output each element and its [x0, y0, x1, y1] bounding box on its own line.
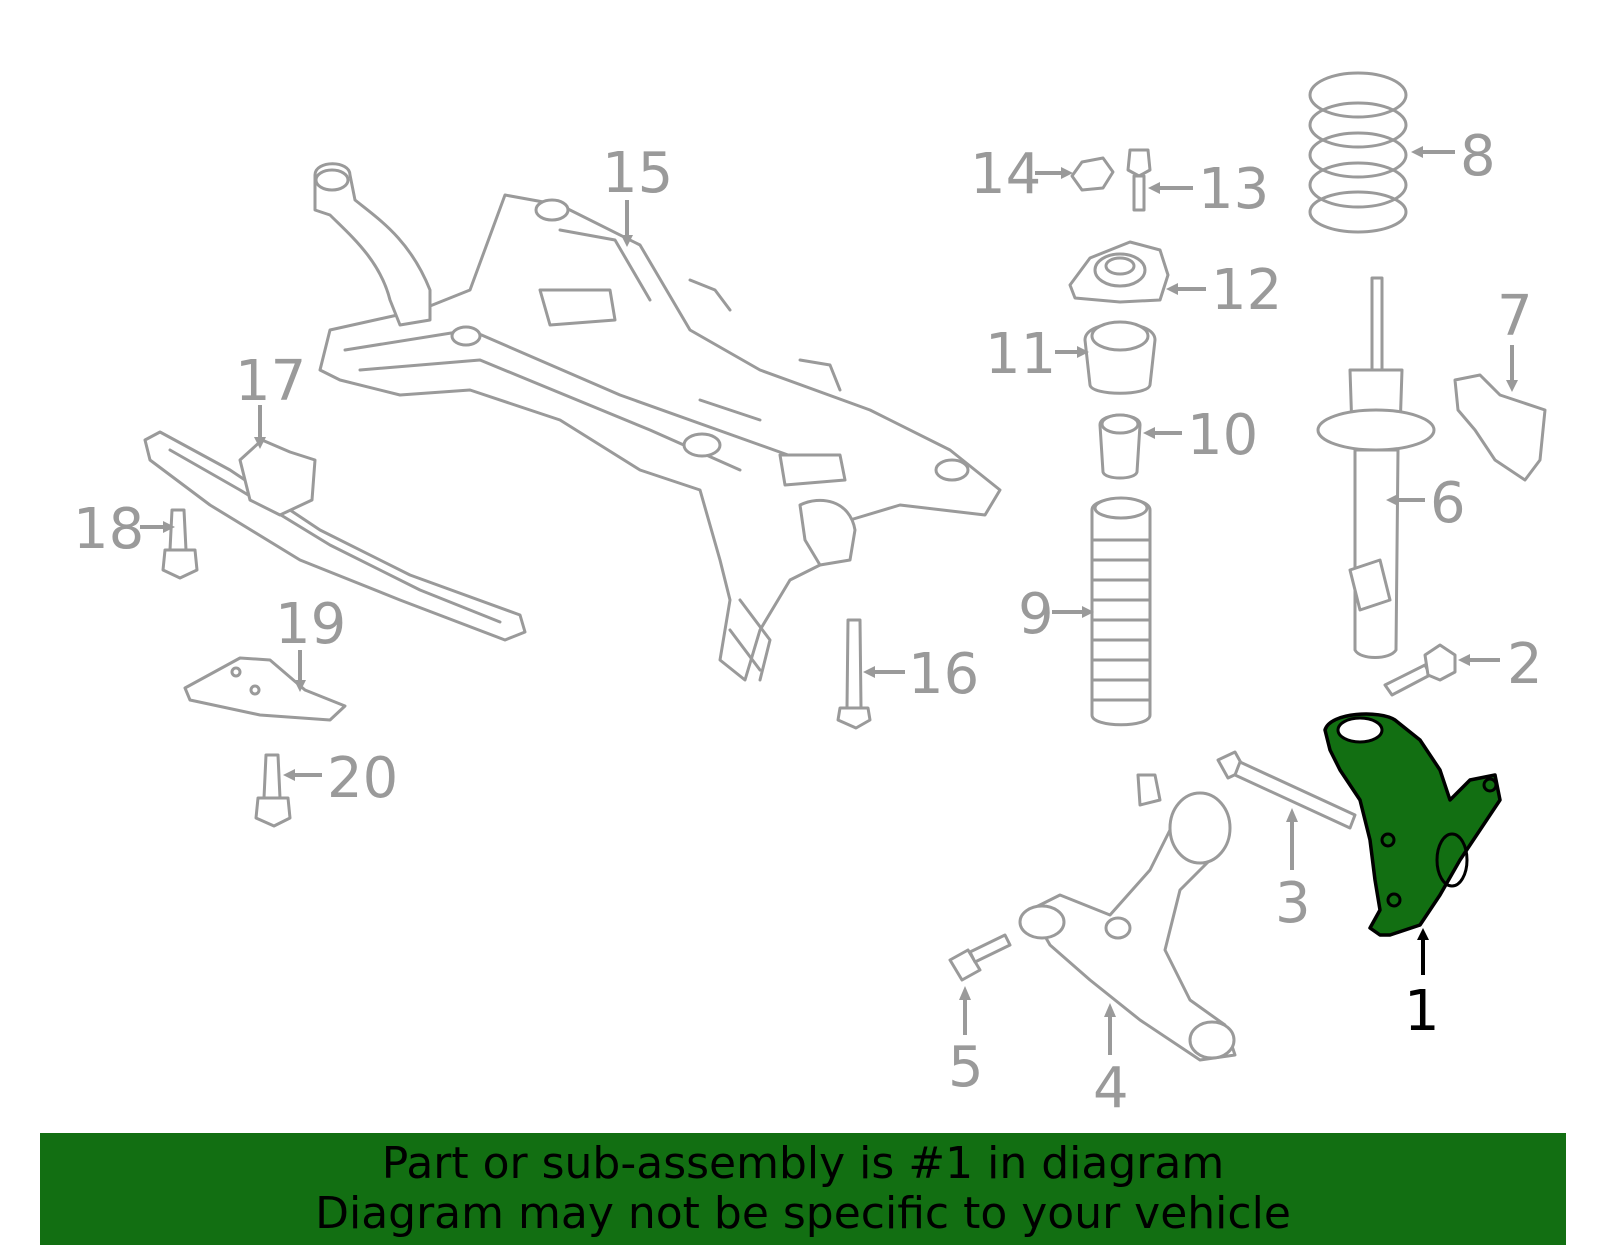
part-20-bolt — [254, 753, 292, 828]
part-4-control-arm — [1018, 773, 1237, 1062]
part-18-bolt — [161, 508, 199, 580]
callout-arrow-1 — [1417, 928, 1429, 940]
callout-label-14: 14 — [970, 142, 1041, 207]
part-13-bolt — [1126, 148, 1152, 212]
callout-arrow-7 — [1506, 380, 1518, 392]
callout-arrow-12 — [1166, 283, 1178, 295]
callout-arrow-3 — [1286, 808, 1298, 822]
banner-line-disclaimer: Diagram may not be specific to your vehi… — [315, 1188, 1291, 1239]
part-12-top-mount — [1068, 240, 1170, 304]
callout-arrow-11 — [1077, 346, 1089, 358]
part-19-bracket — [183, 656, 347, 722]
part-1-steering-knuckle — [1323, 712, 1502, 937]
part-2-bolt — [1383, 643, 1457, 697]
callout-label-3: 3 — [1275, 871, 1311, 936]
callout-label-8: 8 — [1460, 124, 1496, 189]
callout-arrow-9 — [1082, 606, 1094, 618]
callout-label-5: 5 — [948, 1035, 984, 1100]
callout-label-4: 4 — [1093, 1056, 1129, 1121]
callout-arrow-4 — [1104, 1003, 1116, 1017]
callout-label-20: 20 — [327, 746, 398, 811]
callout-arrow-15 — [621, 235, 633, 247]
callout-arrow-19 — [294, 680, 306, 692]
callout-label-1: 1 — [1404, 979, 1440, 1044]
callout-label-15: 15 — [602, 141, 673, 206]
part-17-crossmember — [143, 430, 527, 642]
callout-arrow-18 — [163, 521, 175, 533]
callout-arrow-16 — [863, 666, 875, 678]
callout-label-18: 18 — [73, 497, 144, 562]
callout-arrow-10 — [1143, 427, 1155, 439]
callout-arrow-20 — [283, 769, 295, 781]
callout-arrow-8 — [1411, 146, 1423, 158]
callout-label-9: 9 — [1018, 582, 1054, 647]
callout-arrow-6 — [1386, 494, 1398, 506]
callout-arrow-5 — [959, 986, 971, 1000]
part-6-strut — [1316, 276, 1436, 659]
part-8-coil-spring — [1308, 71, 1408, 234]
callout-arrow-2 — [1458, 654, 1470, 666]
part-3-bolt — [1216, 750, 1357, 830]
callout-arrow-13 — [1148, 182, 1160, 194]
part-10-bump-stop — [1098, 413, 1142, 480]
part-15-subframe — [313, 162, 1002, 682]
callout-label-17: 17 — [235, 349, 306, 414]
callout-label-12: 12 — [1211, 258, 1282, 323]
callout-label-6: 6 — [1430, 471, 1466, 536]
callout-arrow-17 — [254, 437, 266, 449]
part-7-bracket — [1453, 373, 1547, 482]
callout-label-7: 7 — [1497, 284, 1533, 349]
callout-label-13: 13 — [1198, 157, 1269, 222]
callout-label-16: 16 — [908, 642, 979, 707]
callout-label-19: 19 — [275, 592, 346, 657]
callout-label-2: 2 — [1507, 632, 1543, 697]
callout-label-11: 11 — [985, 322, 1056, 387]
part-16-bolt — [836, 618, 872, 730]
info-banner: Part or sub-assembly is #1 in diagram Di… — [40, 1133, 1566, 1245]
part-9-dust-boot — [1090, 496, 1152, 727]
callout-label-10: 10 — [1187, 403, 1258, 468]
part-5-bolt — [948, 933, 1012, 982]
banner-line-part-number: Part or sub-assembly is #1 in diagram — [381, 1138, 1225, 1189]
part-11-bearing — [1083, 320, 1157, 395]
part-14-nut — [1070, 156, 1115, 192]
callout-arrow-14 — [1061, 167, 1073, 179]
